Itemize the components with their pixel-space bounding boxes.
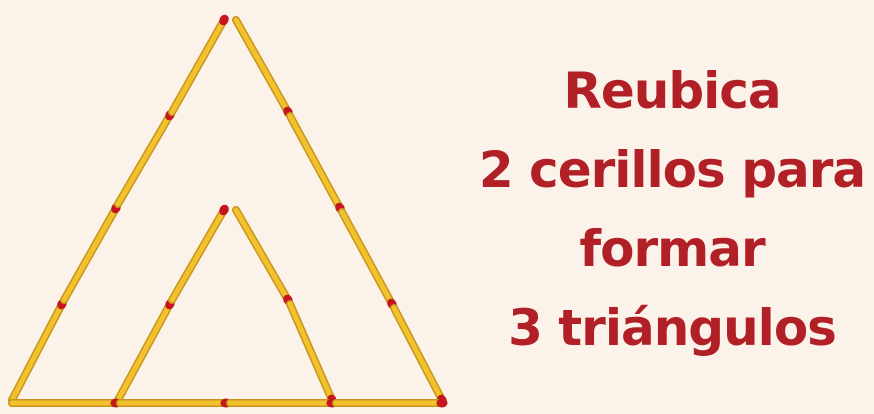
matchstick (116, 398, 232, 408)
matchstick (226, 398, 338, 408)
matchstick (8, 398, 122, 408)
matchstick (232, 206, 293, 306)
match-head (219, 204, 229, 216)
instruction-line-3: formar (579, 220, 765, 278)
matchstick (390, 304, 447, 406)
match-head (436, 398, 448, 408)
instruction-line-4: 3 triángulos (508, 299, 837, 357)
matchstick (114, 109, 175, 208)
matchstick (286, 300, 337, 406)
match-head (219, 14, 229, 26)
matchstick (168, 204, 229, 304)
matchstick (114, 298, 175, 404)
matchstick-figure (8, 14, 448, 408)
matchstick (332, 398, 448, 408)
matchstick (8, 298, 67, 404)
puzzle-instructions: Reubica 2 cerillos para formar 3 triángu… (470, 52, 874, 368)
matchstick (60, 202, 121, 304)
matchstick (168, 14, 229, 116)
matchstick (232, 16, 293, 118)
instruction-line-1: Reubica (563, 62, 781, 120)
matchstick (338, 208, 397, 310)
matchstick (286, 112, 345, 214)
instruction-line-2: 2 cerillos para (478, 141, 866, 199)
